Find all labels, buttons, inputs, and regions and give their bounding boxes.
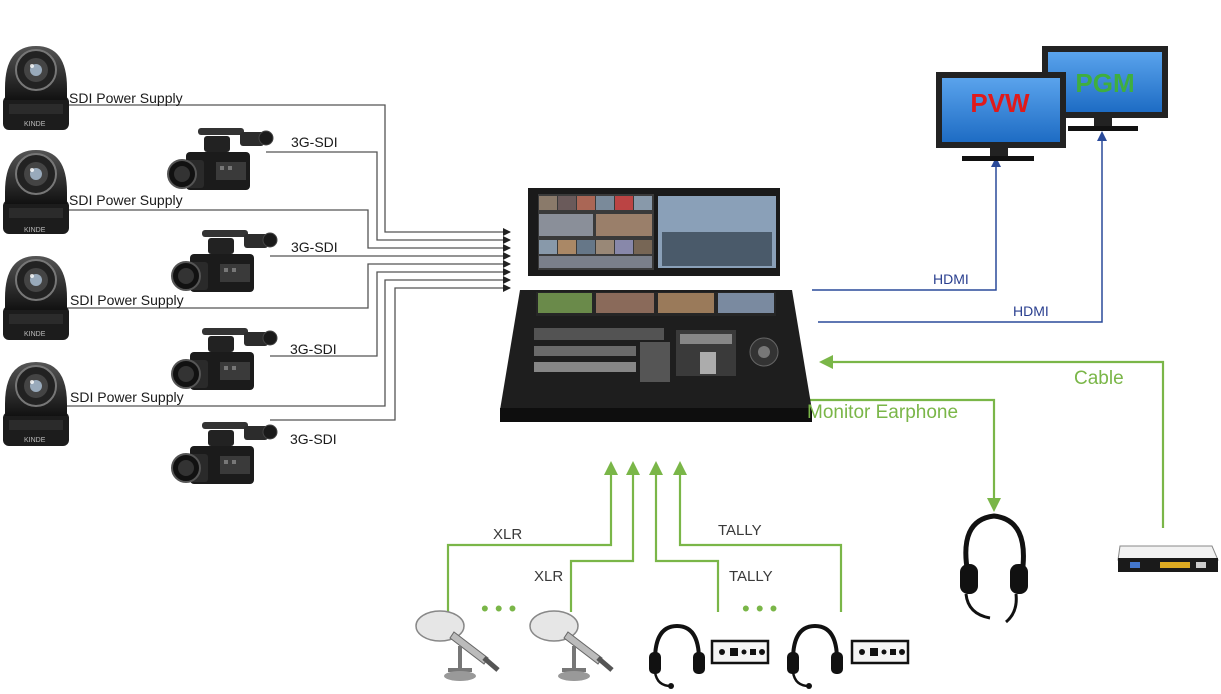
router-icon — [1117, 545, 1219, 572]
sdi-line-7 — [66, 276, 511, 407]
headset-icon — [960, 513, 1028, 624]
camera-brand-label: KINDE — [24, 331, 46, 338]
hdmi-connection-lines — [812, 131, 1107, 323]
sdi-power-label-4: SDI Power Supply — [70, 389, 184, 405]
headset-icon — [785, 624, 845, 691]
sdi-line-6 — [270, 268, 511, 357]
sdi-line-8 — [270, 284, 511, 421]
ptz-camera-1: KINDE — [2, 45, 70, 131]
tally-ellipsis: • • • — [742, 596, 777, 621]
ptz-camera-icon — [2, 361, 70, 447]
tally-line-2 — [673, 461, 843, 612]
router — [1117, 545, 1219, 572]
camera-brand-label: KINDE — [24, 121, 46, 128]
hdmi-line-pvw — [812, 157, 1001, 291]
ptz-camera-icon — [2, 255, 70, 341]
camcorder-icon — [167, 127, 274, 191]
cable-line — [819, 355, 1165, 528]
mic-ellipsis: • • • — [481, 596, 516, 621]
switcher-console-icon — [500, 188, 812, 422]
cable-label: Cable — [1074, 368, 1124, 389]
hdmi-line-pgm — [818, 131, 1107, 323]
headset-icon — [647, 624, 707, 691]
tally-label-2: TALLY — [729, 568, 773, 585]
tally-box-icon — [710, 639, 770, 665]
ptz-camera-2: KINDE — [2, 149, 70, 235]
camcorder-icon — [171, 327, 278, 391]
tally-unit-2 — [785, 624, 910, 691]
camera-brand-label: KINDE — [24, 437, 46, 444]
xlr-line-2 — [569, 461, 640, 612]
sdi-power-label-1: SDI Power Supply — [69, 90, 183, 106]
microphone-1 — [416, 611, 498, 681]
sdi-line-1 — [66, 104, 511, 236]
sdi-power-label-3: SDI Power Supply — [70, 292, 184, 308]
sdi-connection-lines — [66, 104, 511, 421]
hdmi-label-pgm: HDMI — [1013, 303, 1049, 319]
sdi-line-5 — [66, 260, 511, 309]
ptz-camera-3: KINDE — [2, 255, 70, 341]
hdmi-label-pvw: HDMI — [933, 271, 969, 287]
3g-sdi-label-3: 3G-SDI — [290, 341, 337, 357]
microphone-icon — [416, 611, 498, 681]
3g-sdi-label-4: 3G-SDI — [290, 431, 337, 447]
xlr-line-1 — [446, 461, 618, 612]
camera-brand-label: KINDE — [24, 227, 46, 234]
monitor-earphone-label: Monitor Earphone — [807, 402, 958, 423]
xlr-label-2: XLR — [534, 568, 563, 585]
monitor-headset — [960, 513, 1028, 624]
pgm-label: PGM — [1075, 68, 1134, 98]
ptz-camera-4: KINDE — [2, 361, 70, 447]
monitor-icon — [936, 72, 1066, 161]
pvw-monitor: PVW — [936, 72, 1066, 161]
tally-box-icon — [850, 639, 910, 665]
pvw-label: PVW — [970, 88, 1030, 118]
ptz-camera-icon — [2, 45, 70, 131]
earphone-line — [810, 398, 1001, 512]
ptz-camera-icon — [2, 149, 70, 235]
microphone-icon — [530, 611, 612, 681]
tally-unit-1 — [647, 624, 770, 691]
tally-label-1: TALLY — [718, 522, 762, 539]
3g-sdi-label-2: 3G-SDI — [291, 239, 338, 255]
xlr-label-1: XLR — [493, 526, 522, 543]
3g-sdi-label-1: 3G-SDI — [291, 134, 338, 150]
sdi-power-label-2: SDI Power Supply — [69, 192, 183, 208]
sdi-line-2 — [266, 151, 511, 244]
camcorder-icon — [171, 229, 278, 293]
camcorder-icon — [171, 421, 278, 485]
tally-line-1 — [649, 461, 720, 612]
audio-connection-lines — [446, 355, 1165, 612]
sdi-line-3 — [66, 209, 511, 252]
microphone-2 — [530, 611, 612, 681]
